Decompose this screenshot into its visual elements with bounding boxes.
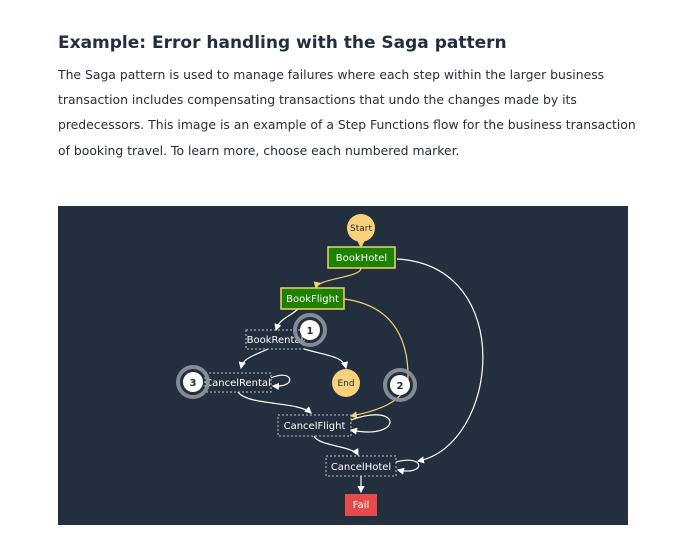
- node-start-label: Start: [350, 224, 372, 234]
- numbered-marker-3[interactable]: 3: [176, 365, 210, 399]
- flow-svg: Start BookHotel BookFlight BookRental En…: [176, 214, 484, 516]
- node-book-rental: BookRental: [245, 329, 305, 350]
- flow-edges: [237, 241, 484, 494]
- marker-2-label: 2: [397, 381, 404, 392]
- node-fail-label: Fail: [353, 500, 370, 511]
- section-title: Example: Error handling with the Saga pa…: [58, 33, 507, 53]
- edge-bookhotel-bookflight: [313, 267, 362, 290]
- edge-cancelflight-retry: [349, 414, 391, 435]
- node-cancel-rental: CancelRental: [204, 372, 272, 393]
- edge-cancelflight-cancelhotel: [313, 435, 359, 457]
- edge-bookhotel-cancelhotel: [396, 258, 484, 464]
- node-book-rental-label: BookRental: [247, 335, 304, 346]
- saga-flow-diagram: Start BookHotel BookFlight BookRental En…: [58, 206, 628, 525]
- node-cancel-flight: CancelFlight: [277, 414, 352, 437]
- edge-bookrental-cancelrental: [238, 348, 269, 370]
- edge-bookflight-bookrental: [274, 308, 299, 332]
- node-cancel-hotel: CancelHotel: [325, 455, 397, 477]
- edge-cancelrental-retry: [270, 374, 291, 391]
- edge-bookflight-cancelflight: [343, 298, 409, 419]
- node-end: End: [332, 369, 360, 397]
- node-cancel-flight-label: CancelFlight: [284, 421, 346, 432]
- numbered-marker-2[interactable]: 2: [383, 368, 417, 402]
- node-book-flight-label: BookFlight: [286, 294, 339, 305]
- edge-bookrental-end: [303, 348, 349, 370]
- node-book-hotel: BookHotel: [327, 246, 396, 269]
- node-cancel-rental-label: CancelRental: [205, 378, 271, 389]
- numbered-marker-1[interactable]: 1: [293, 313, 327, 347]
- node-book-flight: BookFlight: [280, 287, 345, 310]
- node-start: Start: [347, 214, 375, 242]
- section-description: The Saga pattern is used to manage failu…: [58, 67, 636, 158]
- node-book-hotel-label: BookHotel: [336, 253, 387, 264]
- edge-cancelrental-cancelflight: [237, 391, 312, 414]
- node-end-label: End: [337, 379, 354, 389]
- node-cancel-hotel-label: CancelHotel: [331, 462, 391, 473]
- marker-3-label: 3: [190, 378, 197, 389]
- marker-1-label: 1: [307, 326, 314, 337]
- edge-cancelhotel-retry: [395, 459, 420, 475]
- node-fail: Fail: [345, 494, 377, 516]
